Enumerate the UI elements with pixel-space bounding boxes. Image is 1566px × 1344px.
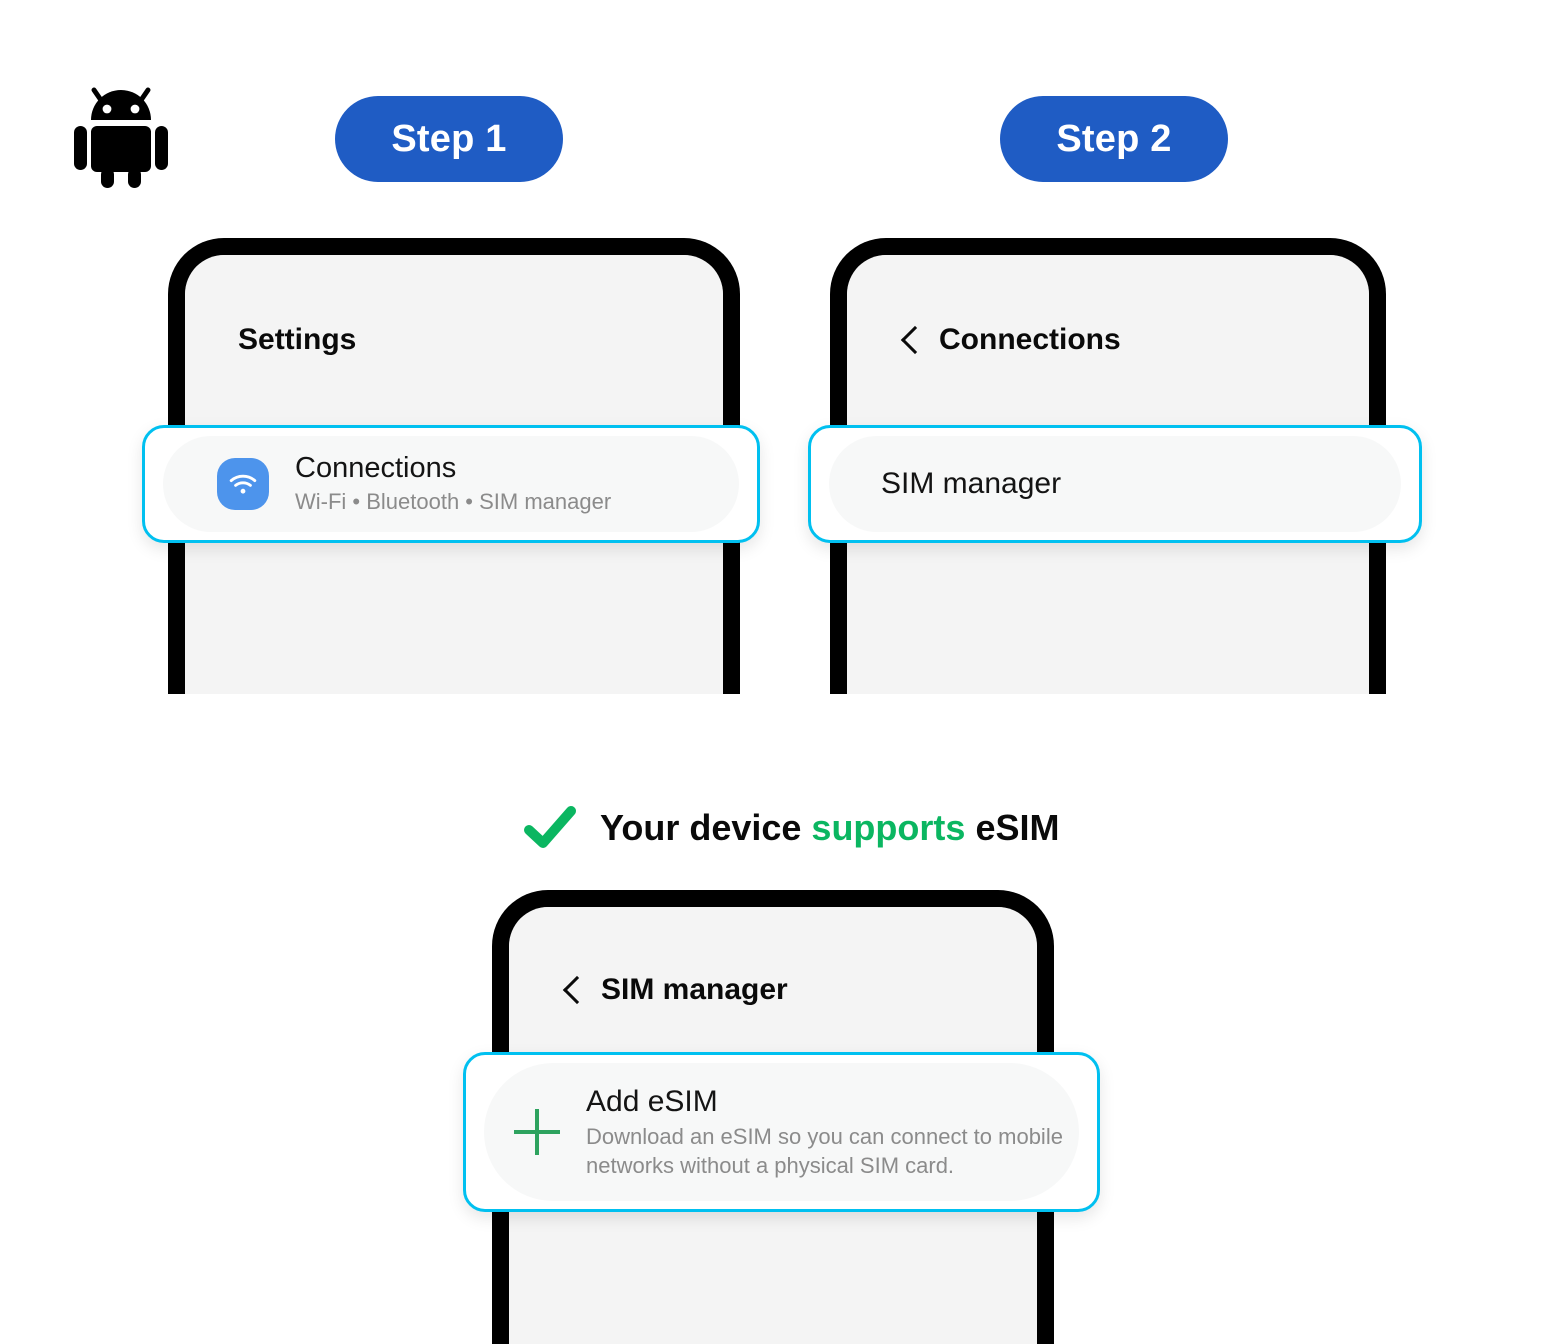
connections-menu-item[interactable]: Connections Wi-Fi • Bluetooth • SIM mana… — [142, 425, 760, 543]
screen-header-connections: Connections — [899, 323, 1121, 357]
step-2-badge: Step 2 — [1000, 96, 1228, 182]
screen-header-sim-manager: SIM manager — [561, 973, 788, 1007]
esim-support-banner: Your device supports eSIM — [524, 805, 1059, 851]
step-1-label: Step 1 — [391, 117, 507, 160]
sim-manager-title: SIM manager — [881, 467, 1062, 501]
step-1-badge: Step 1 — [335, 96, 563, 182]
plus-icon — [514, 1109, 560, 1155]
add-esim-menu-item[interactable]: Add eSIM Download an eSIM so you can con… — [463, 1052, 1100, 1212]
chevron-left-icon[interactable] — [899, 324, 921, 356]
android-robot-icon — [74, 82, 168, 188]
connections-subtitle: Wi-Fi • Bluetooth • SIM manager — [295, 489, 612, 515]
screen-header-settings: Settings — [238, 323, 356, 357]
wifi-icon — [217, 458, 269, 510]
add-esim-text-block: Add eSIM Download an eSIM so you can con… — [586, 1084, 1079, 1180]
connections-row-inner: Connections Wi-Fi • Bluetooth • SIM mana… — [163, 436, 739, 532]
chevron-left-icon[interactable] — [561, 974, 583, 1006]
sim-manager-row-inner: SIM manager — [829, 436, 1401, 532]
add-esim-subtitle: Download an eSIM so you can connect to m… — [586, 1124, 1063, 1179]
support-text-after: eSIM — [965, 807, 1060, 848]
sim-manager-text-block: SIM manager — [881, 466, 1061, 501]
connections-title: Connections — [295, 452, 457, 485]
support-text-highlight: supports — [811, 807, 966, 848]
support-text-before: Your device — [600, 807, 812, 848]
screen-title-connections: Connections — [939, 323, 1121, 356]
green-check-icon — [524, 805, 576, 851]
screen-title-sim-manager: SIM manager — [601, 973, 788, 1006]
connections-text-block: Connections Wi-Fi • Bluetooth • SIM mana… — [295, 451, 611, 517]
add-esim-row-inner: Add eSIM Download an eSIM so you can con… — [484, 1063, 1079, 1201]
step-2-label: Step 2 — [1056, 117, 1172, 160]
sim-manager-menu-item[interactable]: SIM manager — [808, 425, 1422, 543]
add-esim-title: Add eSIM — [586, 1084, 718, 1118]
screen-title-settings: Settings — [238, 323, 357, 356]
support-banner-text: Your device supports eSIM — [600, 807, 1059, 849]
